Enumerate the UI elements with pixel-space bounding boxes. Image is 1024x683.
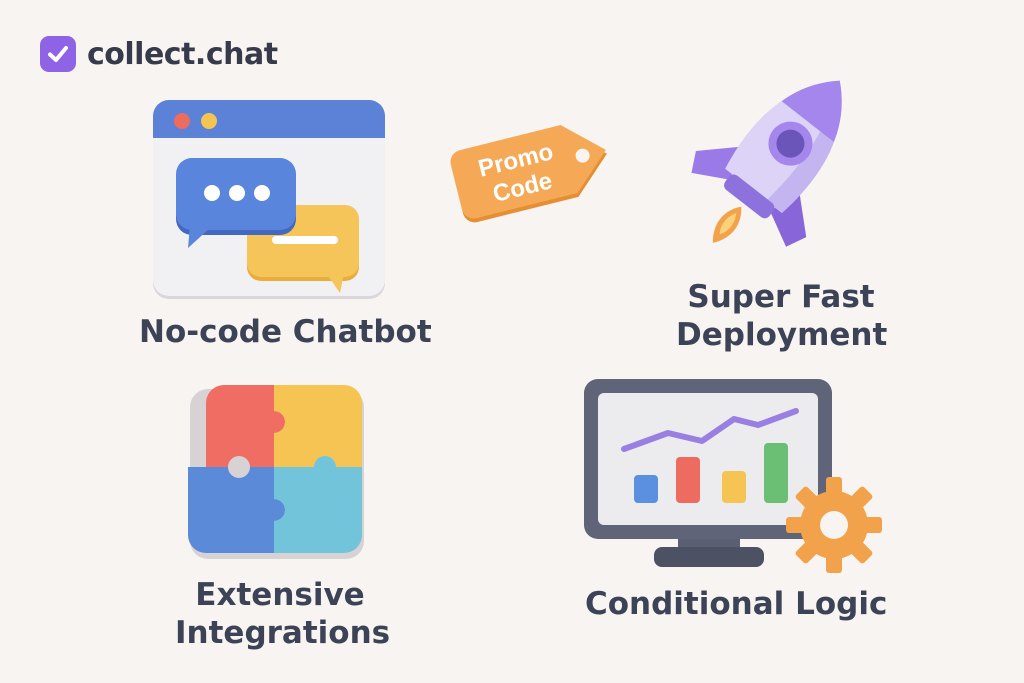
feature-caption-line: Conditional Logic bbox=[585, 586, 888, 622]
monitor-chart-icon bbox=[582, 377, 882, 577]
rocket-icon bbox=[680, 52, 880, 267]
feature-caption-line: No-code Chatbot bbox=[139, 314, 432, 350]
feature-caption-line: Integrations bbox=[175, 615, 391, 651]
promo-tag: Promo Code bbox=[450, 108, 622, 226]
feature-caption-super-fast-deployment: Super Fast Deployment bbox=[676, 278, 888, 354]
feature-caption-conditional-logic: Conditional Logic bbox=[585, 585, 888, 623]
feature-caption-no-code-chatbot: No-code Chatbot bbox=[139, 313, 432, 351]
feature-caption-line: Deployment bbox=[676, 317, 888, 353]
chat-window-icon bbox=[150, 97, 390, 302]
brand-logo: collect.chat bbox=[40, 36, 278, 72]
brand-name: collect.chat bbox=[87, 36, 278, 72]
checkmark-icon bbox=[40, 36, 76, 72]
puzzle-icon bbox=[188, 383, 368, 561]
feature-caption-line: Super Fast bbox=[687, 279, 875, 315]
feature-caption-extensive-integrations: Extensive Integrations bbox=[175, 576, 391, 652]
feature-caption-line: Extensive bbox=[195, 577, 365, 613]
